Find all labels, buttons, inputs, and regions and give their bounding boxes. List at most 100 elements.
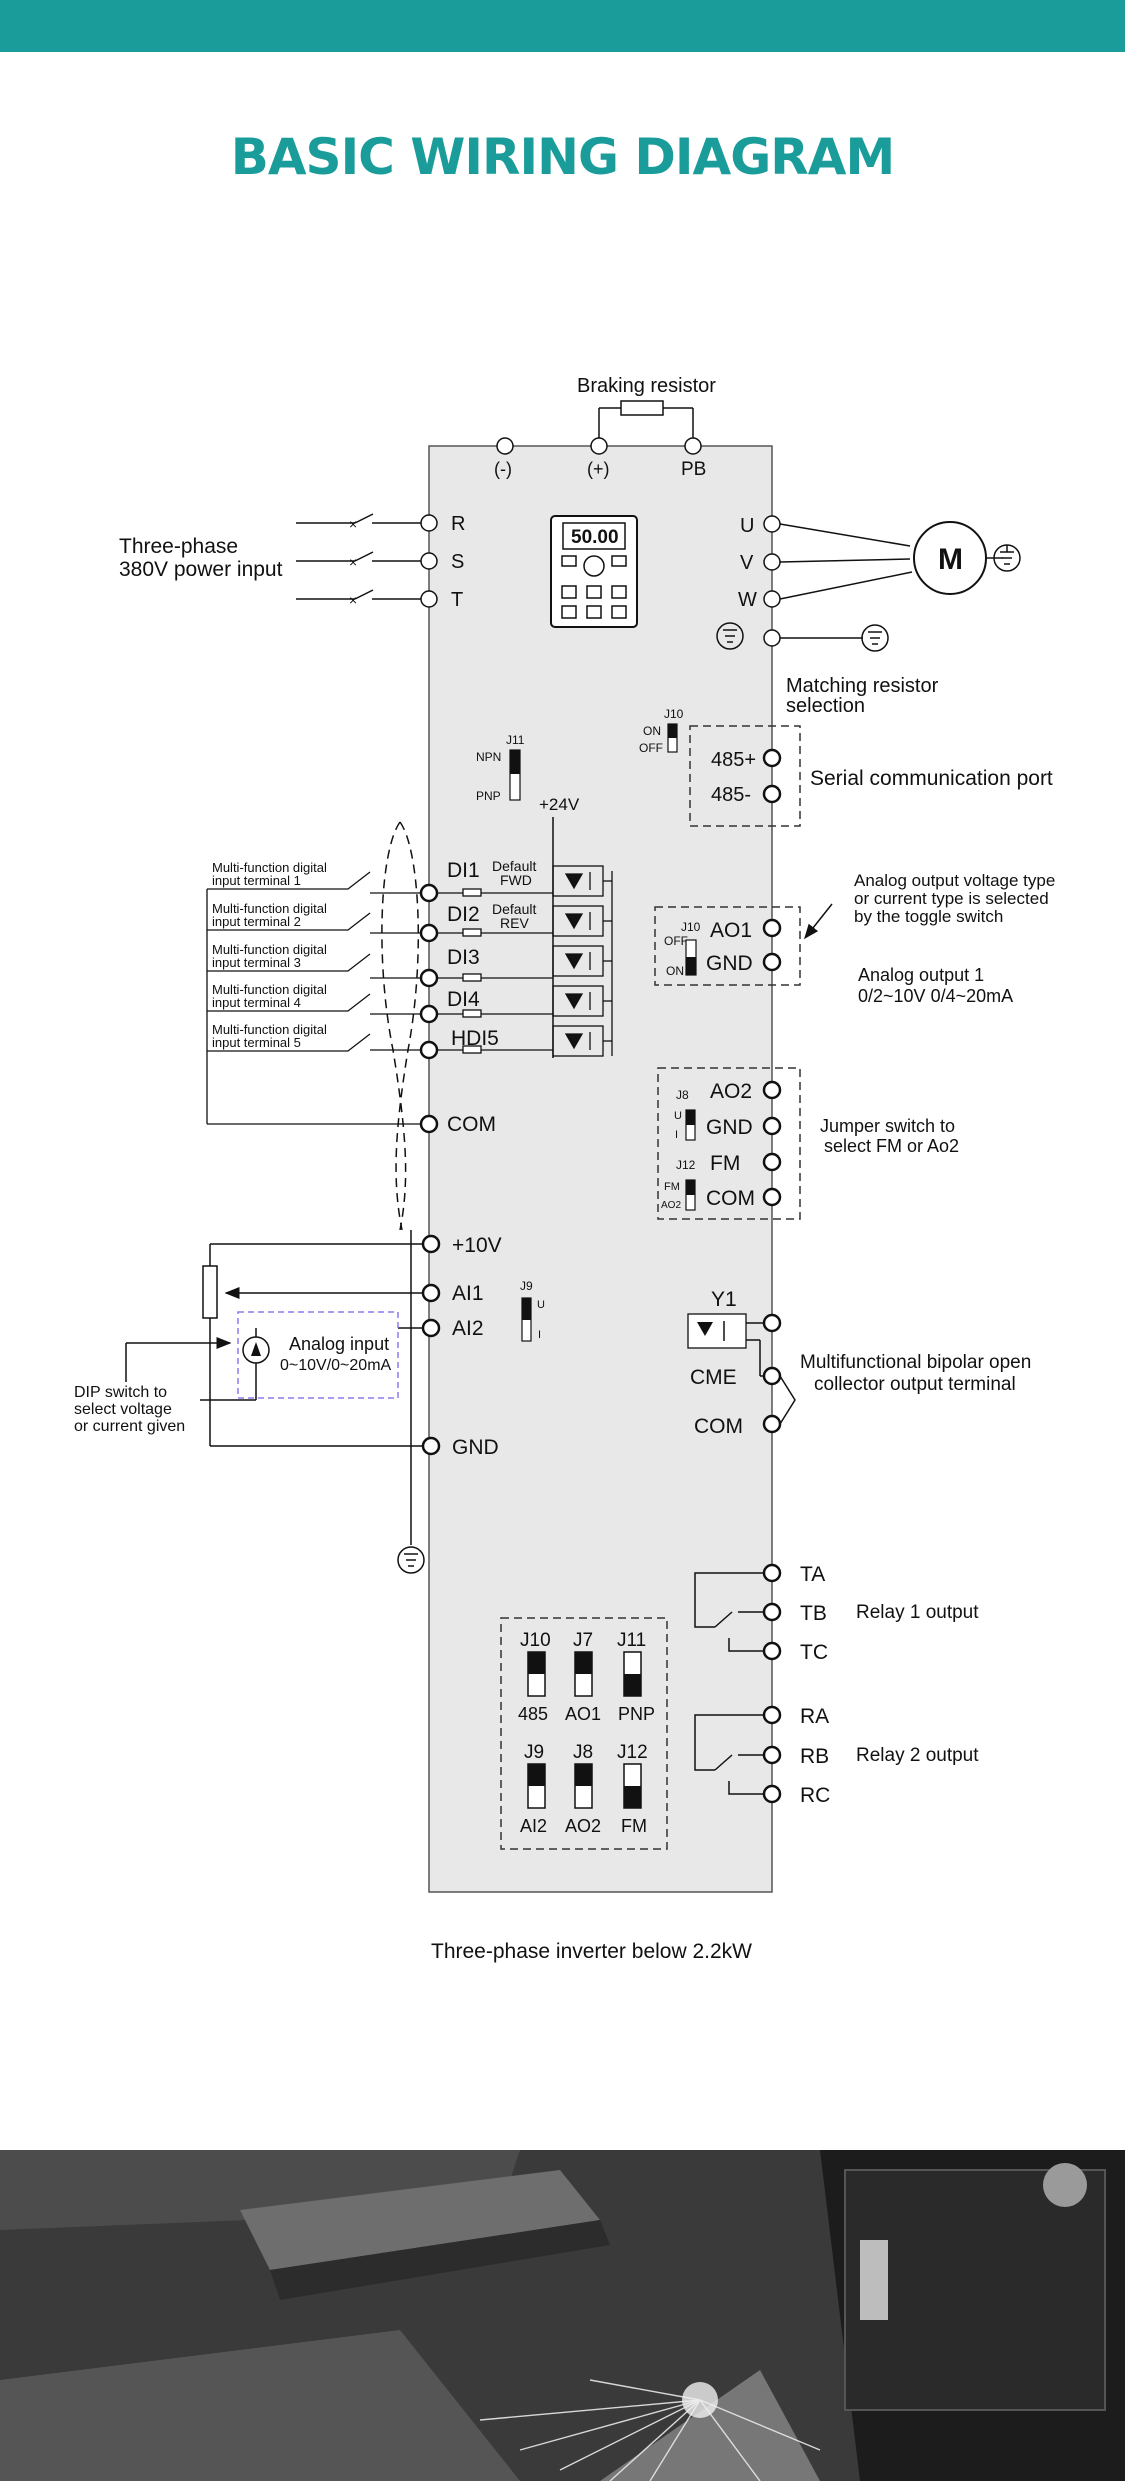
svg-text:U: U [537,1299,545,1311]
svg-text:J11: J11 [506,733,525,747]
terminal-pe [763,629,781,647]
svg-text:selection: selection [786,695,865,717]
svg-text:U: U [740,515,754,537]
terminal-hdi5-label: HDI5 [451,1027,499,1050]
svg-text:Analog output voltage type: Analog output voltage type [854,871,1055,890]
svg-text:PNP: PNP [476,789,501,803]
keypad-display [562,522,626,550]
svg-text:RA: RA [800,1705,829,1728]
svg-text:S: S [451,551,464,573]
svg-text:RB: RB [800,1745,829,1768]
relay2-label: Relay 2 output [856,1745,979,1766]
svg-text:Multi-function digital: Multi-function digital [212,942,327,957]
svg-text:or current given: or current given [74,1418,185,1435]
svg-text:AO1: AO1 [710,919,752,942]
svg-text:select voltage: select voltage [74,1401,172,1418]
svg-text:U: U [674,1110,682,1122]
terminal-di3 [419,968,439,988]
svg-text:Y1: Y1 [711,1288,737,1311]
ao2-group-box [657,1067,801,1220]
industrial-photo [0,2150,1125,2481]
potentiometer [202,1265,218,1319]
svg-text:FWD: FWD [500,872,532,888]
optocoupler-stack [552,865,613,1057]
svg-text:+10V: +10V [452,1234,502,1257]
svg-text:input terminal 2: input terminal 2 [212,914,301,929]
terminal-di3-label: DI3 [447,946,480,969]
terminal-rb [762,1745,782,1765]
svg-text:input terminal 1: input terminal 1 [212,873,301,888]
terminal-pb [684,437,702,455]
shield-ground-icon [397,1546,425,1574]
digital-input-notes: Multi-function digital input terminal 1 … [212,860,327,1050]
svg-text:AI2: AI2 [520,1816,547,1836]
svg-text:Default: Default [492,901,536,917]
svg-text:J12: J12 [617,1742,648,1763]
wiring-diagram: Braking resistor (-) (+) PB Three-phase … [74,375,1055,1963]
svg-text:Analog output 1: Analog output 1 [858,965,984,985]
relay1-label: Relay 1 output [856,1602,979,1623]
svg-text:Multifunctional bipolar open: Multifunctional bipolar open [800,1352,1031,1373]
svg-text:GND: GND [706,952,753,975]
svg-text:AO2: AO2 [661,1200,681,1211]
svg-text:FM: FM [710,1152,740,1175]
svg-text:×: × [349,592,357,608]
terminal-dc-plus [590,437,608,455]
svg-text:J10: J10 [681,920,701,934]
ao1-group-box [654,906,801,986]
svg-text:COM: COM [694,1415,743,1438]
terminal-di4-label: DI4 [447,988,480,1011]
svg-text:or current type is selected: or current type is selected [854,889,1049,908]
jumper-table-box [500,1617,668,1850]
svg-text:J12: J12 [676,1158,696,1172]
terminal-y1 [762,1313,782,1333]
power-input-line1: Three-phase [119,535,238,558]
svg-text:Multi-function digital: Multi-function digital [212,1022,327,1037]
terminal-cme [762,1366,782,1386]
svg-text:ON: ON [666,964,684,978]
svg-text:Analog input: Analog input [289,1334,389,1354]
laser-cutting-image [0,2150,1125,2481]
svg-text:J9: J9 [520,1279,533,1293]
svg-text:Multi-function digital: Multi-function digital [212,901,327,916]
svg-text:GND: GND [706,1116,753,1139]
svg-text:Default: Default [492,858,536,874]
svg-text:AI2: AI2 [452,1317,484,1340]
svg-text:input terminal 5: input terminal 5 [212,1035,301,1050]
terminal-fm [762,1152,782,1172]
svg-text:+24V: +24V [539,795,580,814]
terminal-ao2 [762,1080,782,1100]
svg-text:×: × [349,516,357,532]
terminal-hdi5 [419,1040,439,1060]
svg-text:DIP switch to: DIP switch to [74,1384,167,1401]
terminal-ao1 [762,918,782,938]
terminal-ta [762,1563,782,1583]
svg-text:CME: CME [690,1366,737,1389]
svg-text:Matching resistor: Matching resistor [786,675,939,697]
svg-text:AO2: AO2 [710,1080,752,1103]
svg-text:×: × [349,554,357,570]
terminal-tc [762,1641,782,1661]
svg-text:ON: ON [643,724,661,738]
svg-text:485+: 485+ [711,749,756,771]
svg-text:W: W [738,589,757,611]
svg-text:AI1: AI1 [452,1282,484,1305]
svg-text:R: R [451,513,465,535]
svg-text:0/2~10V 0/4~20mA: 0/2~10V 0/4~20mA [858,986,1013,1006]
svg-text:input terminal 3: input terminal 3 [212,955,301,970]
terminal-y1-com [762,1414,782,1434]
terminal-t [420,590,438,608]
terminal-ai2 [421,1318,441,1338]
svg-text:I: I [675,1129,678,1141]
svg-text:T: T [451,589,463,611]
inverter-body [428,445,773,1893]
svg-text:AO2: AO2 [565,1816,601,1836]
com-left-label: COM [447,1113,496,1136]
svg-text:TC: TC [800,1641,828,1664]
svg-text:Jumper switch to: Jumper switch to [820,1116,955,1136]
svg-text:collector output terminal: collector output terminal [814,1374,1016,1395]
terminal-di2 [419,923,439,943]
terminal-u [763,515,781,533]
svg-text:FM: FM [621,1816,647,1836]
svg-text:J10: J10 [520,1630,551,1651]
